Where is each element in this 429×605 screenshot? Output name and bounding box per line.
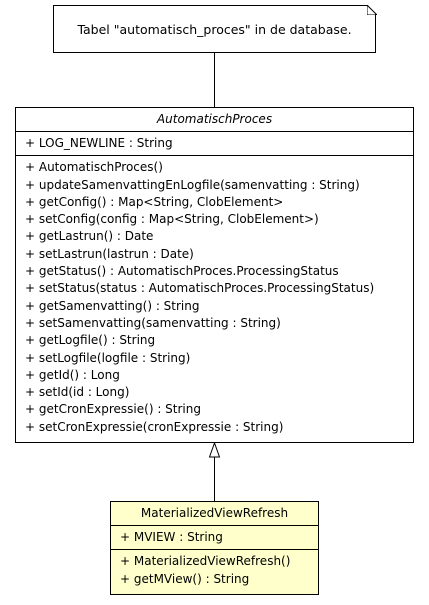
- attribute-row: + LOG_NEWLINE : String: [25, 136, 173, 150]
- operation-row: + getMView() : String: [120, 571, 250, 586]
- generalization-arrow: [208, 442, 221, 502]
- operations-section: + AutomatischProces() + updateSamenvattin…: [16, 156, 413, 439]
- operations-section: + MaterializedViewRefresh() + getMView() …: [111, 550, 318, 591]
- attributes-section: + LOG_NEWLINE : String: [16, 132, 413, 157]
- operation-row: + setLogfile(logfile : String): [25, 350, 191, 365]
- class-automatisch-proces[interactable]: AutomatischProces + LOG_NEWLINE : String…: [15, 107, 414, 443]
- operation-row: + setStatus(status : AutomatischProces.P…: [25, 281, 375, 296]
- operation-row: + getLogfile() : String: [25, 333, 156, 348]
- operation-row: + MaterializedViewRefresh(): [120, 554, 291, 569]
- operation-row: + AutomatischProces(): [25, 160, 163, 175]
- operation-row: + setCronExpressie(cronExpressie : Strin…: [25, 419, 284, 434]
- operation-row: + getLastrun() : Date: [25, 229, 154, 244]
- attribute-row: + MVIEW : String: [120, 530, 223, 544]
- operation-row: + setId(id : Long): [25, 385, 130, 400]
- operation-row: + getConfig() : Map<String, ClobElement>: [25, 194, 284, 209]
- class-name: AutomatischProces: [16, 108, 413, 132]
- operation-row: + setSamenvatting(samenvatting : String): [25, 315, 281, 330]
- operation-row: + setLastrun(lastrun : Date): [25, 246, 194, 261]
- note-fold-corner: [367, 5, 377, 15]
- class-materialized-view-refresh[interactable]: MaterializedViewRefresh + MVIEW : String…: [110, 501, 319, 595]
- operation-row: + getSamenvatting() : String: [25, 298, 200, 313]
- attributes-section: + MVIEW : String: [111, 526, 318, 551]
- operation-row: + getCronExpressie() : String: [25, 402, 201, 417]
- class-name: MaterializedViewRefresh: [111, 502, 318, 526]
- operation-row: + getId() : Long: [25, 367, 120, 382]
- database-note: Tabel "automatisch_proces" in de databas…: [53, 5, 377, 53]
- operation-row: + setConfig(config : Map<String, ClobEle…: [25, 212, 319, 227]
- operation-row: + updateSamenvattingEnLogfile(samenvatti…: [25, 177, 360, 192]
- note-text: Tabel "automatisch_proces" in de databas…: [77, 21, 352, 37]
- note-connector-line: [214, 53, 215, 107]
- operation-row: + getStatus() : AutomatischProces.Proces…: [25, 264, 339, 279]
